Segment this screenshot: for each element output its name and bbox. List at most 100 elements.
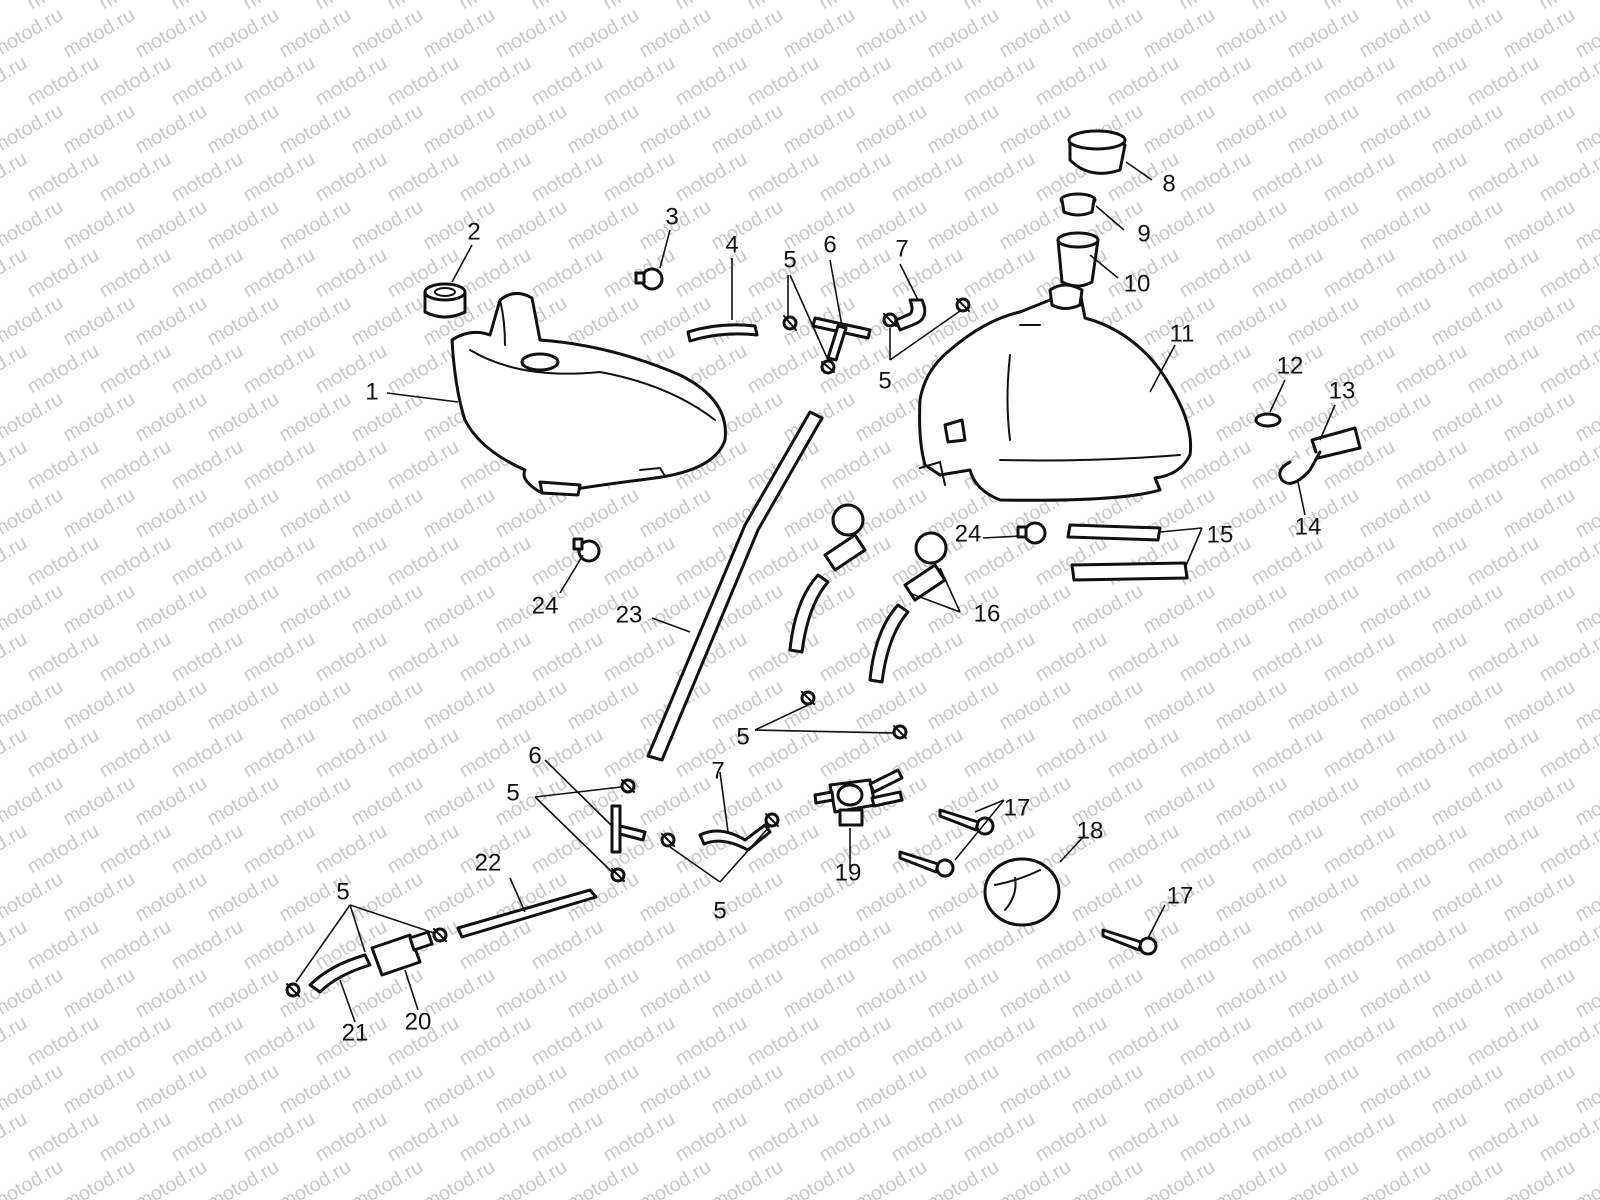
callout-14: 14 bbox=[1295, 513, 1322, 540]
watermark-text: motod.ru bbox=[24, 436, 103, 495]
watermark-text: motod.ru bbox=[1068, 1156, 1147, 1200]
watermark-text: motod.ru bbox=[1500, 484, 1579, 543]
watermark-text: motod.ru bbox=[564, 100, 643, 159]
callout-11: 11 bbox=[1170, 320, 1195, 347]
watermark-text: motod.ru bbox=[1356, 388, 1435, 447]
callout-23: 23 bbox=[616, 601, 643, 628]
watermark-text: motod.ru bbox=[528, 0, 607, 14]
watermark-text: motod.ru bbox=[1356, 1156, 1435, 1200]
watermark-text: motod.ru bbox=[1392, 340, 1471, 399]
watermark-text: motod.ru bbox=[1068, 964, 1147, 1023]
watermark-text: motod.ru bbox=[168, 724, 247, 783]
callout-17: 17 bbox=[1004, 794, 1031, 821]
watermark-text: motod.ru bbox=[168, 1012, 247, 1071]
callout-15: 15 bbox=[1207, 521, 1234, 548]
watermark-text: motod.ru bbox=[1284, 580, 1363, 639]
watermark-text: motod.ru bbox=[0, 436, 31, 495]
watermark-text: motod.ru bbox=[1284, 4, 1363, 63]
watermark-text: motod.ru bbox=[0, 1012, 31, 1071]
watermark-text: motod.ru bbox=[1356, 100, 1435, 159]
watermark-text: motod.ru bbox=[312, 244, 391, 303]
watermark-text: motod.ru bbox=[672, 1012, 751, 1071]
hose-clamp bbox=[285, 982, 301, 998]
fuel-hose-lower bbox=[456, 888, 598, 939]
fuel-filter-right bbox=[868, 531, 948, 684]
watermark-text: motod.ru bbox=[708, 4, 787, 63]
watermark-text: motod.ru bbox=[852, 1156, 931, 1200]
watermark-text: motod.ru bbox=[1104, 1012, 1183, 1071]
watermark-text: motod.ru bbox=[1464, 724, 1543, 783]
watermark-text: motod.ru bbox=[1248, 724, 1327, 783]
callout-6: 6 bbox=[528, 742, 541, 769]
callout-2: 2 bbox=[467, 218, 480, 245]
watermark-text: motod.ru bbox=[960, 0, 1039, 14]
watermark-text: motod.ru bbox=[1320, 916, 1399, 975]
watermark-text: motod.ru bbox=[384, 436, 463, 495]
watermark-text: motod.ru bbox=[1032, 52, 1111, 111]
watermark-text: motod.ru bbox=[1320, 52, 1399, 111]
watermark-text: motod.ru bbox=[348, 100, 427, 159]
watermark-text: motod.ru bbox=[0, 724, 31, 783]
watermark-text: motod.ru bbox=[0, 52, 31, 111]
watermark-text: motod.ru bbox=[1464, 1012, 1543, 1071]
watermark-text: motod.ru bbox=[1284, 196, 1363, 255]
watermark-text: motod.ru bbox=[348, 4, 427, 63]
watermark-text: motod.ru bbox=[456, 532, 535, 591]
watermark-text: motod.ru bbox=[132, 196, 211, 255]
watermark-text: motod.ru bbox=[132, 964, 211, 1023]
watermark-text: motod.ru bbox=[492, 772, 571, 831]
watermark-text: motod.ru bbox=[204, 388, 283, 447]
watermark-text: motod.ru bbox=[132, 4, 211, 63]
watermark-text: motod.ru bbox=[1500, 4, 1579, 63]
bolt-grommet-right bbox=[1016, 521, 1047, 545]
watermark-text: motod.ru bbox=[1464, 532, 1543, 591]
watermark-text: motod.ru bbox=[240, 0, 319, 14]
watermark-text: motod.ru bbox=[1428, 388, 1507, 447]
watermark-text: motod.ru bbox=[60, 964, 139, 1023]
watermark-text: motod.ru bbox=[1464, 628, 1543, 687]
watermark-text: motod.ru bbox=[636, 4, 715, 63]
watermark-text: motod.ru bbox=[384, 628, 463, 687]
callout-1: 1 bbox=[365, 378, 378, 405]
watermark-text: motod.ru bbox=[744, 628, 823, 687]
watermark-text: motod.ru bbox=[780, 1060, 859, 1119]
watermark-text: motod.ru bbox=[1320, 1012, 1399, 1071]
watermark-text: motod.ru bbox=[384, 820, 463, 879]
watermark-text: motod.ru bbox=[168, 148, 247, 207]
watermark-text: motod.ru bbox=[204, 196, 283, 255]
watermark-text: motod.ru bbox=[204, 1156, 283, 1200]
watermark-text: motod.ru bbox=[600, 52, 679, 111]
watermark-text: motod.ru bbox=[996, 676, 1075, 735]
watermark-text: motod.ru bbox=[1428, 1156, 1507, 1200]
watermark-text: motod.ru bbox=[96, 1012, 175, 1071]
watermark-text: motod.ru bbox=[564, 196, 643, 255]
callout-18: 18 bbox=[1077, 817, 1104, 844]
hose-clamp bbox=[882, 312, 898, 328]
watermark-text: motod.ru bbox=[924, 1060, 1003, 1119]
watermark-text: motod.ru bbox=[96, 0, 175, 14]
watermark-text: motod.ru bbox=[1140, 580, 1219, 639]
watermark-text: motod.ru bbox=[1176, 52, 1255, 111]
watermark-text: motod.ru bbox=[1212, 196, 1291, 255]
watermark-text: motod.ru bbox=[924, 100, 1003, 159]
watermark-text: motod.ru bbox=[276, 580, 355, 639]
watermark-text: motod.ru bbox=[96, 340, 175, 399]
watermark-text: motod.ru bbox=[0, 244, 31, 303]
watermark-text: motod.ru bbox=[1068, 1060, 1147, 1119]
watermark-text: motod.ru bbox=[312, 148, 391, 207]
watermark-text: motod.ru bbox=[1392, 148, 1471, 207]
watermark-text: motod.ru bbox=[456, 0, 535, 14]
watermark-text: motod.ru bbox=[240, 820, 319, 879]
hose-clamp bbox=[764, 812, 780, 828]
watermark-text: motod.ru bbox=[1140, 772, 1219, 831]
watermark-text: motod.ru bbox=[600, 532, 679, 591]
callout-10: 10 bbox=[1124, 270, 1151, 297]
watermark-text: motod.ru bbox=[420, 772, 499, 831]
watermark-text: motod.ru bbox=[708, 292, 787, 351]
watermark-text: motod.ru bbox=[276, 676, 355, 735]
watermark-text: motod.ru bbox=[312, 436, 391, 495]
watermark-text: motod.ru bbox=[240, 340, 319, 399]
screw-upper bbox=[938, 808, 995, 836]
watermark-text: motod.ru bbox=[1212, 292, 1291, 351]
watermark-text: motod.ru bbox=[60, 484, 139, 543]
